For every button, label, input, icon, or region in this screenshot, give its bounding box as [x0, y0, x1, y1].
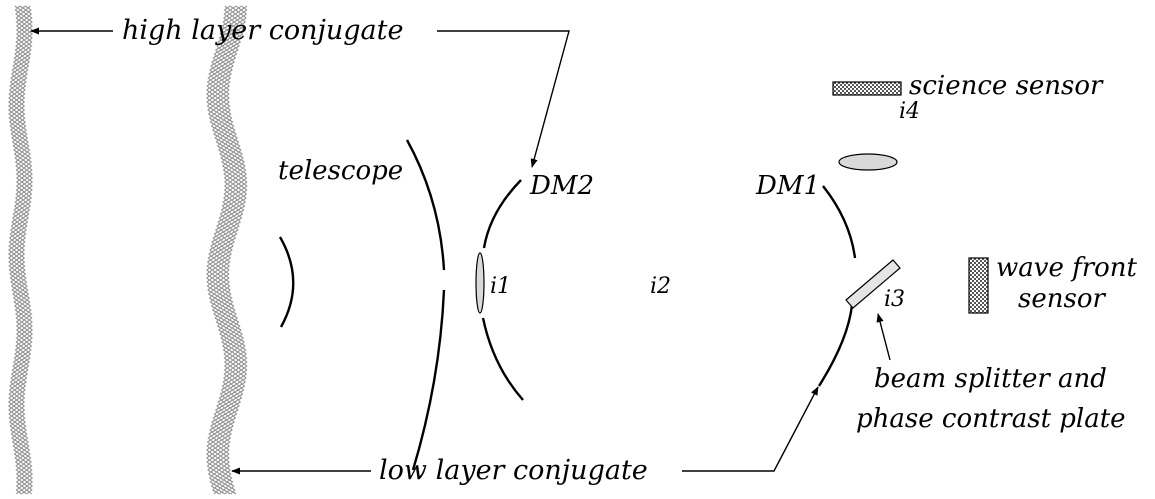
- telescope-primary-mirror-lower: [411, 289, 446, 471]
- dm2-mirror-lower: [481, 317, 524, 401]
- science-sensor: [832, 81, 902, 96]
- beam-splitter-label: beam splitter and: [874, 364, 1107, 394]
- high-layer-conjugate-label: high layer conjugate: [122, 15, 403, 46]
- wave-front-label: wave front: [996, 253, 1138, 283]
- dm1-mirror-lower: [817, 304, 854, 387]
- layer-high-strand: [13, 5, 26, 495]
- i2-label: i2: [650, 274, 671, 299]
- layer-low-strand: [222, 5, 245, 495]
- low-layer-conjugate-label: low layer conjugate: [379, 455, 648, 486]
- layer-high-strand: [18, 5, 31, 495]
- layer-high-strand: [7, 5, 21, 495]
- dm2-mirror-upper: [482, 179, 522, 249]
- telescope-entrance-mirror: [278, 236, 295, 328]
- wave-front-sensor-label: sensor: [1018, 284, 1106, 314]
- low-layer-arrow-right: [682, 386, 819, 472]
- phase-contrast-plate-label: phase contrast plate: [856, 404, 1126, 434]
- i4-label: i4: [899, 99, 920, 124]
- dm2-label: DM2: [529, 171, 594, 201]
- layer-low-strand: [217, 5, 240, 495]
- telescope-label: telescope: [278, 156, 403, 186]
- layer-low-strand: [225, 5, 248, 495]
- i1-lens: [475, 252, 485, 314]
- wave-front-sensor: [968, 257, 989, 314]
- i1-label: i1: [490, 274, 511, 299]
- dm1-mirror-upper: [822, 185, 857, 259]
- layer-low-strand: [211, 5, 234, 495]
- science-sensor-label: science sensor: [909, 71, 1104, 101]
- layer-high-strand: [20, 5, 34, 495]
- beam-splitter-plate: [845, 259, 901, 309]
- high-layer-arrow-right: [437, 30, 570, 168]
- dm1-label: DM1: [755, 171, 820, 201]
- beam-splitter-arrow: [876, 313, 891, 361]
- layer-low-strand: [205, 5, 229, 495]
- low-turbulence-layer: [205, 5, 248, 495]
- high-turbulence-layer: [7, 5, 34, 495]
- science-lens: [838, 153, 898, 171]
- telescope-primary-mirror-upper: [405, 139, 446, 271]
- i3-label: i3: [884, 287, 905, 312]
